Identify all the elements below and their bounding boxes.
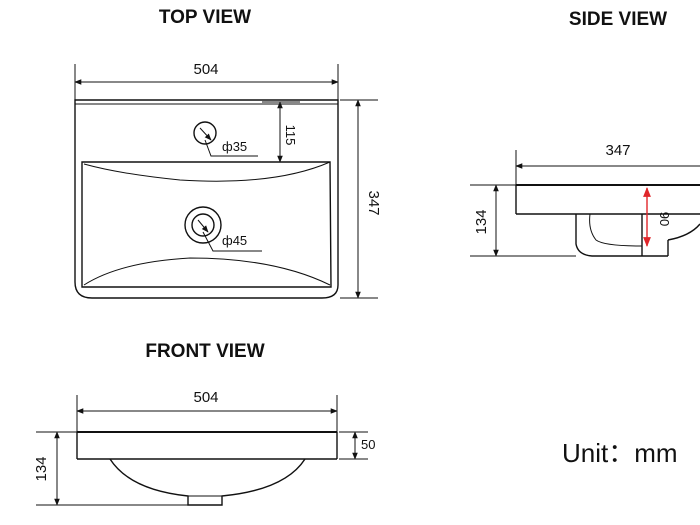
side-height-dimension: 134 [470,184,576,257]
front-rim-dimension: 50 [339,431,375,460]
side-depth-label: 347 [605,142,630,159]
tap-hole: ф35 [193,121,258,157]
tap-offset-label: 115 [283,125,298,146]
side-view: SIDE VIEW 347 134 [470,9,700,257]
top-view: TOP VIEW 504 ф35 1 [74,7,382,299]
top-width-dimension: 504 [74,61,339,100]
top-view-title: TOP VIEW [159,7,251,28]
side-bowl-depth-label: 90 [657,212,672,226]
side-height-label: 134 [473,209,490,234]
front-view: FRONT VIEW 504 134 [33,341,375,506]
unit-label: Unit：mm [562,438,678,468]
side-depth-dimension: 347 [515,142,700,185]
tap-hole-label: ф35 [222,139,247,154]
top-depth-label: 347 [365,190,382,215]
front-view-title: FRONT VIEW [145,341,264,362]
drain-hole: ф45 [184,206,262,252]
front-height-label: 134 [33,456,50,481]
side-view-title: SIDE VIEW [569,9,667,30]
side-outline [515,184,700,257]
front-height-dimension: 134 [33,431,188,506]
tap-offset-dimension: 115 [262,101,300,163]
front-width-dimension: 504 [76,389,338,432]
drain-hole-label: ф45 [222,233,247,248]
side-bowl-depth-dimension: 90 [643,187,672,247]
front-outline [76,431,338,506]
front-width-label: 504 [193,389,218,406]
top-width-label: 504 [193,61,218,78]
top-depth-dimension: 347 [340,99,382,299]
top-outline [74,99,339,299]
front-rim-label: 50 [361,437,375,452]
